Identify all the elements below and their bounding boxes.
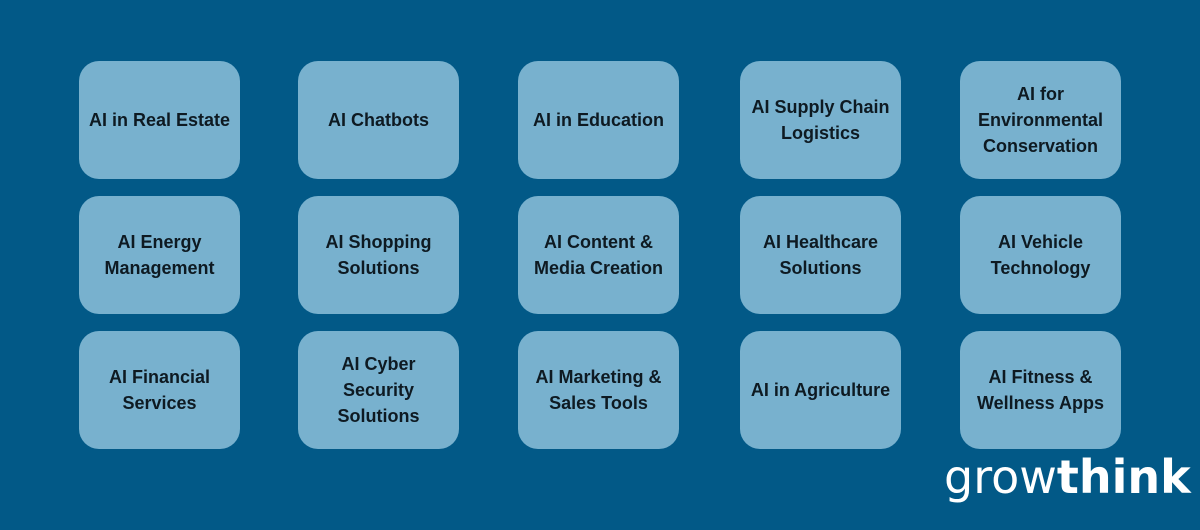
tile-vehicle: AI Vehicle Technology bbox=[960, 196, 1121, 314]
tile-financial: AI Financial Services bbox=[79, 331, 240, 449]
tile-label: AI Healthcare Solutions bbox=[762, 232, 879, 278]
tile-label: AI Vehicle Technology bbox=[990, 232, 1091, 278]
tile-content-media: AI Content & Media Creation bbox=[518, 196, 679, 314]
logo-part-think: think bbox=[1056, 450, 1191, 504]
growthink-logo: growthink bbox=[944, 450, 1191, 504]
tile-energy: AI Energy Management bbox=[79, 196, 240, 314]
tile-healthcare: AI Healthcare Solutions bbox=[740, 196, 901, 314]
tile-marketing: AI Marketing & Sales Tools bbox=[518, 331, 679, 449]
tile-real-estate: AI in Real Estate bbox=[79, 61, 240, 179]
tile-agriculture: AI in Agriculture bbox=[740, 331, 901, 449]
tile-chatbots: AI Chatbots bbox=[298, 61, 459, 179]
tile-label: AI Financial Services bbox=[108, 367, 211, 413]
tile-label: AI Shopping Solutions bbox=[325, 232, 432, 278]
tile-supply-chain: AI Supply Chain Logistics bbox=[740, 61, 901, 179]
tile-label: AI Energy Management bbox=[104, 232, 215, 278]
tile-education: AI in Education bbox=[518, 61, 679, 179]
tile-shopping: AI Shopping Solutions bbox=[298, 196, 459, 314]
tile-label: AI Supply Chain Logistics bbox=[751, 97, 890, 143]
tile-label: AI Cyber Security Solutions bbox=[337, 354, 420, 426]
tile-label: AI in Agriculture bbox=[750, 380, 891, 400]
tile-cyber-security: AI Cyber Security Solutions bbox=[298, 331, 459, 449]
tile-label: AI in Real Estate bbox=[88, 110, 231, 130]
tile-environmental: AI for Environmental Conservation bbox=[960, 61, 1121, 179]
tile-label: AI for Environmental Conservation bbox=[977, 84, 1104, 156]
tile-label: AI Chatbots bbox=[328, 110, 429, 130]
tile-label: AI Marketing & Sales Tools bbox=[535, 367, 662, 413]
tile-fitness: AI Fitness & Wellness Apps bbox=[960, 331, 1121, 449]
tile-label: AI Content & Media Creation bbox=[533, 232, 664, 278]
tile-label: AI Fitness & Wellness Apps bbox=[976, 367, 1105, 413]
logo-part-grow: grow bbox=[944, 450, 1057, 504]
tile-label: AI in Education bbox=[532, 110, 664, 130]
